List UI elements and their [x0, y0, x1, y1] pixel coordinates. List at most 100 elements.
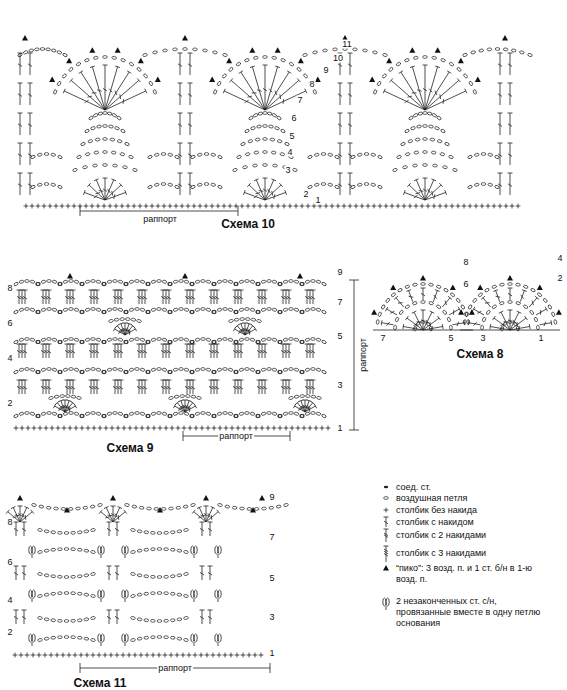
stitch-top	[167, 290, 172, 291]
single-crochet	[224, 204, 225, 209]
stitch-post	[265, 67, 278, 110]
chain-stitch	[253, 56, 258, 60]
chain-stitch	[277, 340, 282, 345]
single-crochet	[452, 204, 453, 209]
single-crochet	[32, 204, 33, 209]
stitch-top	[402, 324, 404, 329]
chain-stitch	[372, 51, 377, 55]
chain-stitch	[357, 183, 362, 187]
chain-stitch	[217, 308, 222, 312]
stitch-slash	[18, 64, 22, 67]
chain-stitch	[47, 280, 52, 283]
picot-symbol	[49, 77, 55, 83]
chain-stitch	[63, 412, 68, 416]
stitch-slash	[419, 190, 424, 192]
chain-stitch	[93, 113, 98, 118]
stitch-post	[449, 309, 459, 315]
chain-stitch	[76, 155, 81, 159]
single-crochet	[105, 653, 106, 658]
chain-stitch	[90, 572, 95, 576]
stitch-slash	[189, 407, 190, 412]
chain-stitch	[277, 414, 282, 419]
stitch-top	[23, 290, 28, 291]
single-crochet	[171, 653, 172, 658]
stitch-top	[18, 143, 23, 144]
stitch-post	[105, 185, 121, 200]
chain-stitch	[140, 412, 145, 416]
chain-stitch	[288, 396, 293, 400]
stitch-top	[348, 53, 353, 54]
chain-stitch	[84, 549, 89, 553]
chain-stitch	[277, 139, 282, 143]
stitch-post	[185, 403, 193, 412]
cluster-symbol	[32, 634, 35, 642]
stitch-slash	[287, 350, 291, 353]
chain-stitch	[314, 153, 319, 157]
chain-stitch	[167, 310, 172, 315]
chain-stitch	[190, 185, 195, 189]
chain-stitch	[79, 370, 84, 375]
single-crochet	[255, 653, 256, 658]
chain-stitch	[57, 414, 62, 419]
stitch-top	[447, 71, 451, 74]
stitch-post	[105, 65, 106, 110]
single-crochet	[69, 653, 70, 658]
chain-stitch	[191, 395, 196, 399]
stitch-top	[28, 173, 33, 174]
chain-stitch	[311, 395, 316, 399]
chain-stitch	[263, 138, 268, 141]
chain-stitch	[168, 153, 173, 157]
single-crochet	[286, 426, 287, 431]
single-crochet	[292, 426, 293, 431]
chain-stitch	[101, 282, 106, 287]
single-crochet	[356, 204, 357, 209]
picot-symbol	[182, 35, 188, 41]
chain-stitch	[302, 53, 307, 57]
stitch-top	[385, 307, 388, 311]
chain-stitch	[157, 368, 162, 371]
stitch-top	[445, 190, 447, 195]
stitch-top	[47, 290, 52, 291]
stitch-slash	[215, 296, 219, 299]
chain-stitch	[135, 338, 140, 341]
chain-stitch	[423, 56, 428, 59]
stitch-post	[180, 143, 181, 165]
chain-stitch	[217, 412, 222, 416]
chain-stitch	[239, 280, 244, 284]
chain-stitch	[492, 304, 497, 309]
chain-stitch	[228, 308, 233, 312]
chain-stitch	[90, 638, 95, 642]
chain-stitch	[211, 370, 216, 375]
chain-stitch	[378, 312, 382, 317]
stitch-top	[458, 307, 461, 311]
chain-stitch	[88, 116, 93, 121]
chain-stitch	[47, 368, 52, 371]
stitch-top	[435, 290, 440, 292]
chain-stitch	[440, 58, 445, 62]
stitch-slash	[517, 322, 518, 327]
chain-stitch	[120, 58, 125, 62]
chain-stitch	[30, 412, 35, 416]
stitch-top	[125, 190, 127, 195]
chain-stitch	[261, 280, 266, 284]
single-crochet	[230, 204, 231, 209]
stitch-top	[230, 78, 233, 82]
chain-stitch	[35, 370, 40, 375]
chain-stitch	[123, 310, 128, 315]
stitch-post	[231, 80, 265, 110]
stitch-slash	[119, 386, 123, 389]
stitch-slash	[143, 386, 147, 389]
chain-stitch	[211, 183, 216, 187]
stitch-top	[178, 53, 183, 54]
chain-stitch	[223, 412, 228, 415]
single-crochet	[166, 426, 167, 431]
chain-stitch	[222, 73, 227, 78]
chain-stitch	[63, 280, 68, 284]
chain-stitch	[25, 308, 30, 311]
chain-stitch	[25, 412, 30, 415]
chain-stitch	[272, 412, 277, 416]
stitch-top	[247, 183, 250, 187]
stitch-post	[501, 312, 510, 330]
chain-stitch	[63, 308, 68, 312]
single-crochet	[152, 204, 153, 209]
